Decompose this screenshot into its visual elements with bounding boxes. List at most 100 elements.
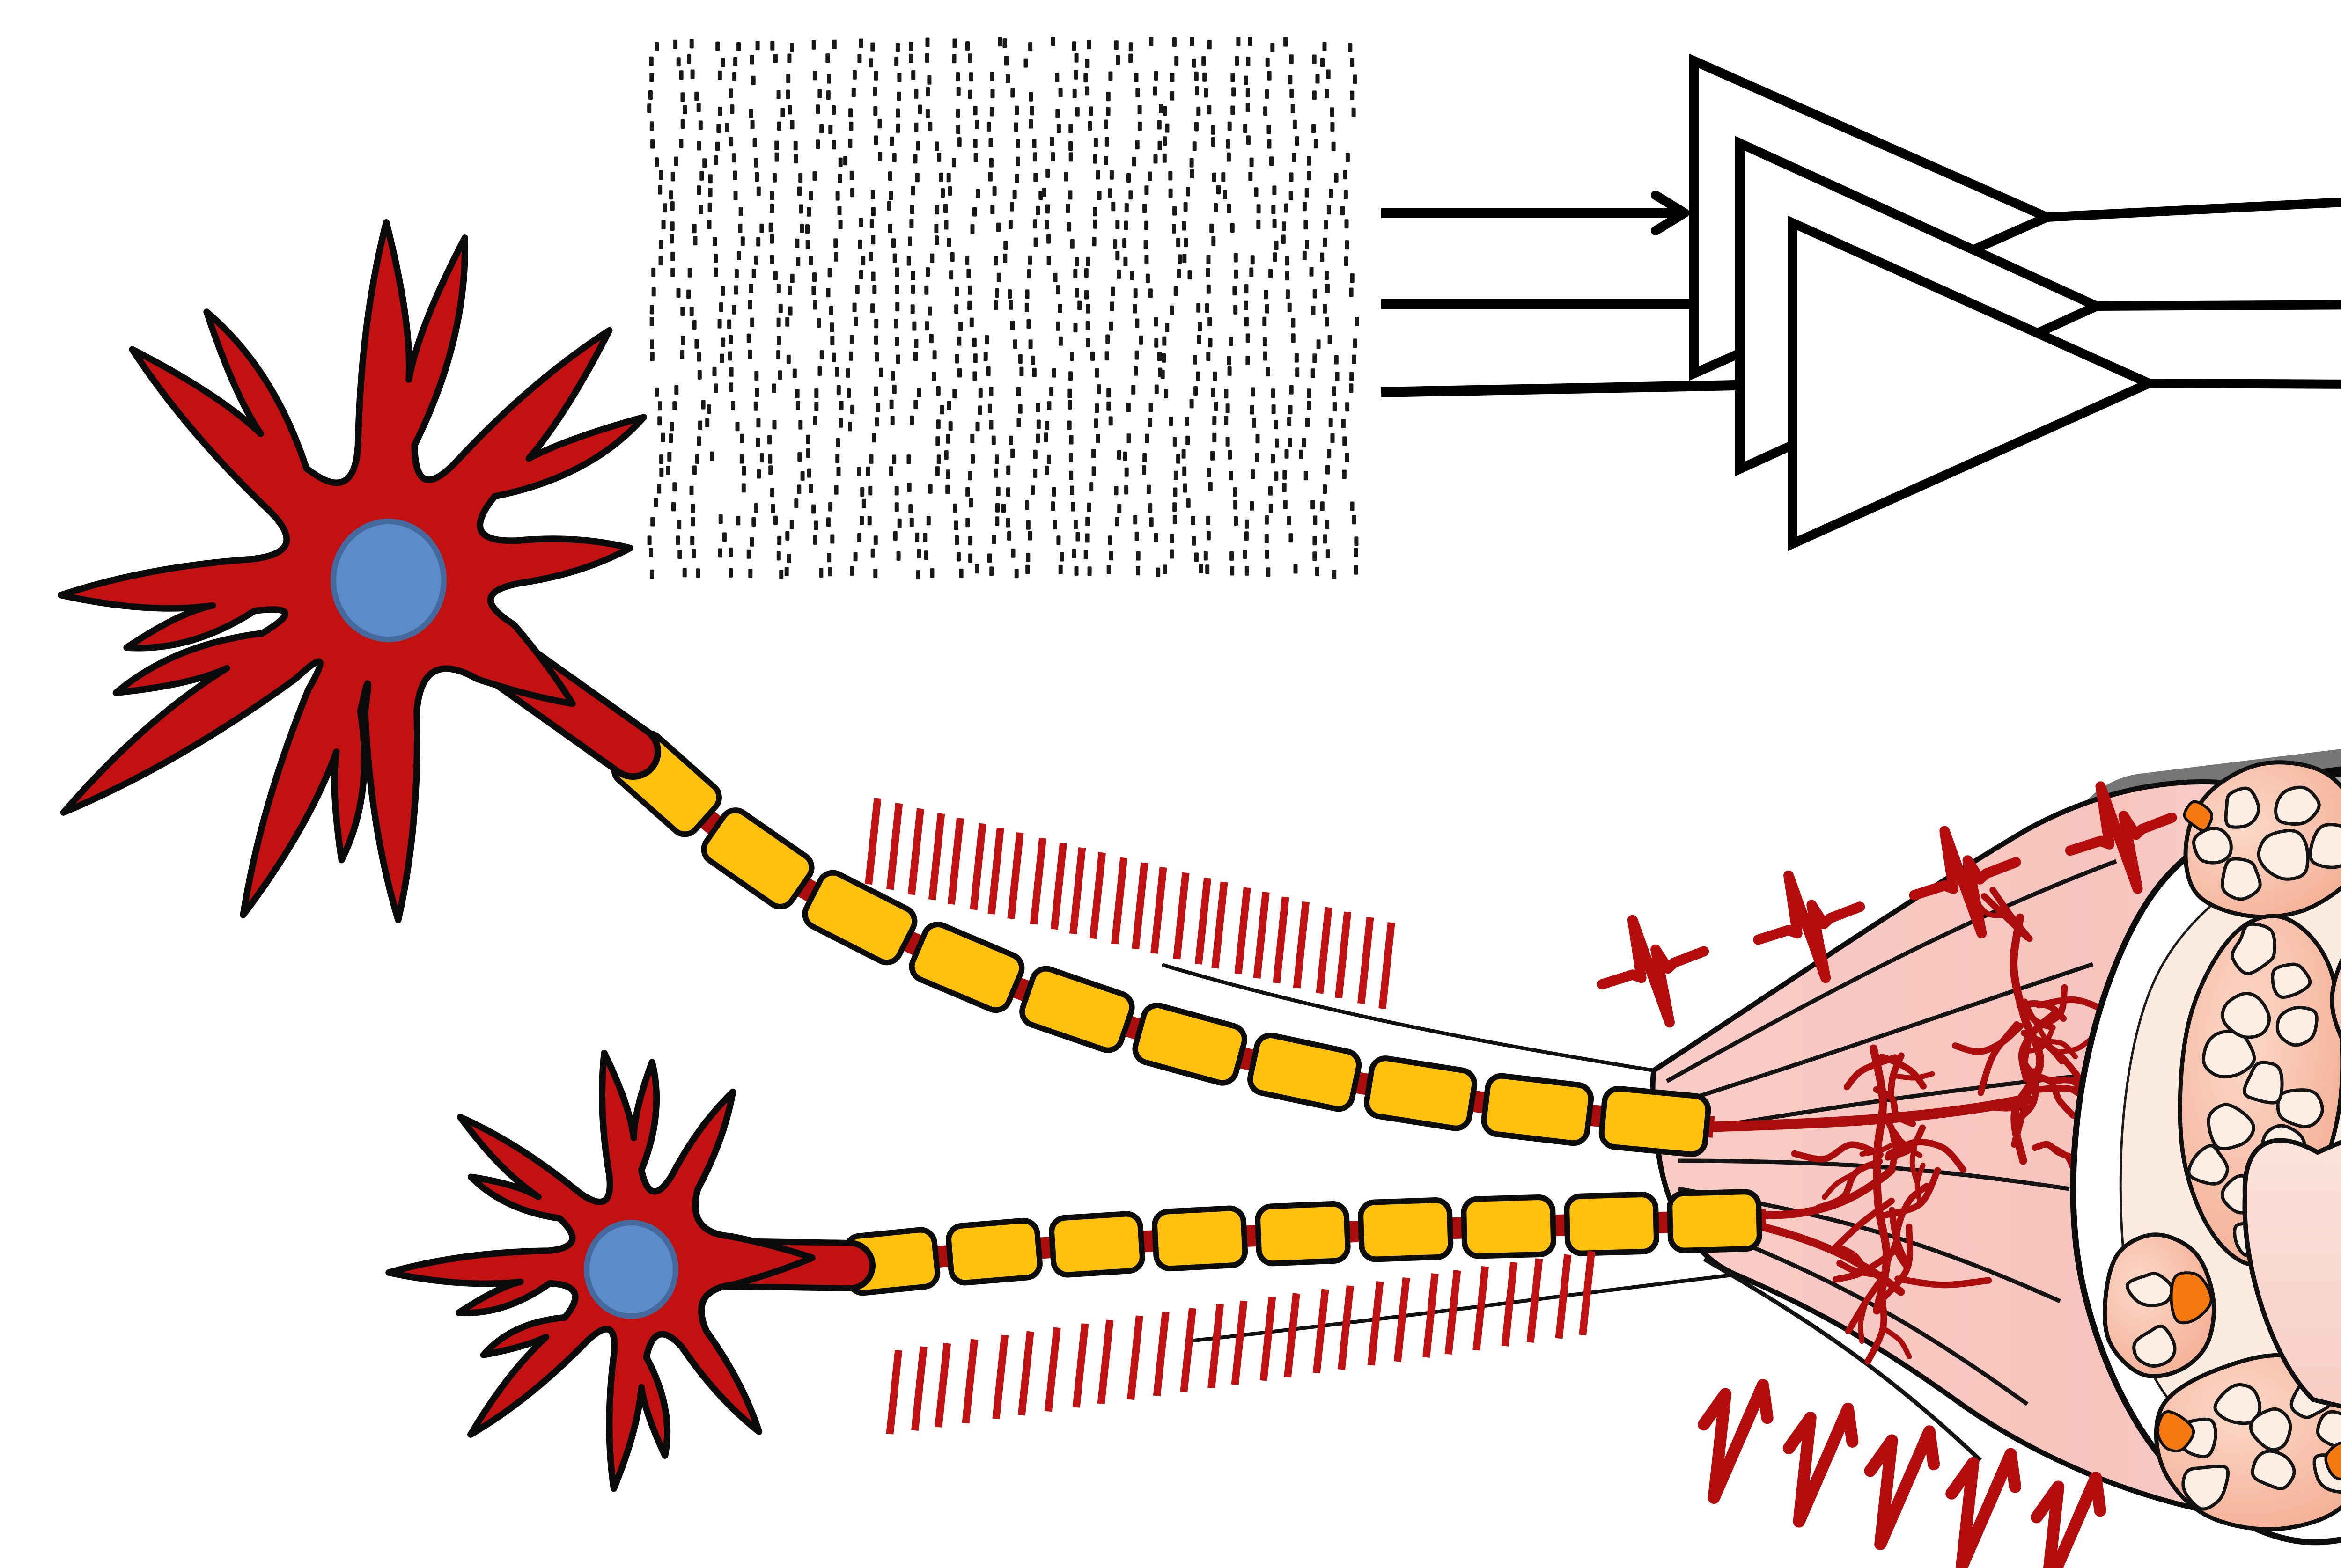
- raster-dash: [1014, 569, 1019, 579]
- raster-dash: [849, 335, 854, 344]
- raster-dash: [680, 350, 685, 359]
- raster-dash: [1111, 286, 1115, 296]
- raster-dash: [909, 53, 913, 63]
- spike-tick: [865, 798, 882, 885]
- raster-dash: [995, 503, 1000, 513]
- raster-dash: [1192, 536, 1196, 546]
- raster-dash: [649, 569, 654, 579]
- raster-dash: [1108, 71, 1113, 81]
- raster-dash: [794, 498, 799, 508]
- myelin-segment: [1019, 966, 1135, 1053]
- raster-dash: [1075, 107, 1080, 117]
- raster-dash: [680, 92, 685, 102]
- spike-tick: [1526, 1258, 1543, 1343]
- raster-dash: [1292, 119, 1297, 129]
- raster-dash: [1325, 465, 1330, 475]
- raster-dash: [911, 271, 915, 280]
- raster-dash: [1246, 56, 1251, 66]
- raster-dash: [1106, 388, 1111, 398]
- raster-dash: [956, 108, 960, 118]
- raster-dash: [1085, 321, 1090, 330]
- raster-dash: [854, 316, 858, 326]
- myelin-segment: [1152, 1205, 1248, 1272]
- raster-dash: [973, 353, 978, 363]
- raster-dash: [738, 223, 743, 233]
- raster-dash: [1036, 205, 1040, 215]
- raster-dash: [1086, 338, 1090, 348]
- raster-dash: [670, 221, 675, 231]
- raster-dash: [1058, 564, 1063, 574]
- raster-dash: [721, 337, 726, 347]
- raster-dash: [1026, 520, 1031, 530]
- raster-dash: [875, 417, 879, 427]
- raster-dash: [1182, 221, 1186, 231]
- raster-dash: [1244, 317, 1249, 327]
- raster-dash: [835, 191, 840, 201]
- raster-dash: [1183, 483, 1187, 493]
- raster-dash: [937, 152, 942, 162]
- tree-twig: [1822, 1170, 1858, 1200]
- raster-dash: [817, 366, 822, 376]
- raster-dash: [969, 317, 974, 327]
- raster-dash: [874, 319, 879, 329]
- raster-dash: [708, 188, 713, 197]
- raster-dash: [1271, 454, 1275, 464]
- raster-dash: [1302, 438, 1306, 447]
- raster-dash: [1032, 219, 1037, 229]
- muscle-fiber-line: [1671, 962, 2094, 1107]
- raster-dash: [749, 284, 753, 293]
- raster-dash: [661, 220, 666, 230]
- raster-dash: [1206, 255, 1211, 264]
- raster-dash: [812, 272, 817, 282]
- raster-dash: [754, 255, 758, 265]
- raster-dash: [670, 201, 675, 211]
- raster-dash: [1060, 552, 1064, 562]
- muap-waveform-bottom: [1864, 1425, 1940, 1550]
- raster-dash: [771, 504, 775, 513]
- raster-dash: [830, 322, 834, 332]
- raster-dash: [944, 450, 949, 460]
- arrowhead-icon: [1651, 191, 1689, 218]
- raster-dash: [1105, 334, 1110, 344]
- raster-dash: [649, 305, 654, 315]
- raster-dash: [773, 271, 778, 280]
- raster-dash: [1026, 319, 1031, 329]
- raster-dash: [1011, 548, 1016, 558]
- raster-dash: [991, 435, 996, 445]
- raster-dash: [1325, 520, 1330, 529]
- raster-dash: [910, 415, 914, 425]
- raster-dash: [1115, 220, 1120, 229]
- raster-dash: [861, 256, 866, 266]
- raster-dash: [849, 121, 854, 131]
- raster-dash: [795, 401, 800, 410]
- raster-dash: [912, 321, 917, 331]
- raster-dash: [1083, 73, 1088, 83]
- raster-dash: [1002, 38, 1007, 48]
- raster-dash: [1232, 286, 1237, 296]
- muscle-fiber: [2257, 829, 2310, 881]
- raster-dash: [731, 153, 736, 163]
- raster-dash: [926, 516, 931, 526]
- raster-dash: [734, 285, 738, 295]
- raster-dash: [1193, 355, 1197, 365]
- raster-dash: [651, 287, 656, 297]
- raster-dash: [1006, 74, 1010, 83]
- raster-dash: [1323, 304, 1327, 314]
- raster-dash: [952, 54, 957, 64]
- raster-dash: [1344, 256, 1348, 266]
- raster-dash: [806, 448, 810, 458]
- raster-dash: [725, 123, 729, 132]
- raster-dash: [1093, 154, 1097, 164]
- raster-dash: [950, 252, 955, 262]
- raster-dash: [1132, 157, 1136, 167]
- raster-dash: [1025, 289, 1030, 299]
- raster-dash: [895, 285, 899, 294]
- raster-dash: [1211, 137, 1215, 147]
- raster-dash: [1156, 567, 1161, 577]
- raster-dash: [832, 140, 836, 150]
- raster-dash: [895, 43, 900, 52]
- raster-dash: [1172, 437, 1177, 447]
- raster-dash: [1234, 269, 1238, 279]
- raster-dash: [1133, 304, 1137, 314]
- raster-dash: [694, 91, 699, 101]
